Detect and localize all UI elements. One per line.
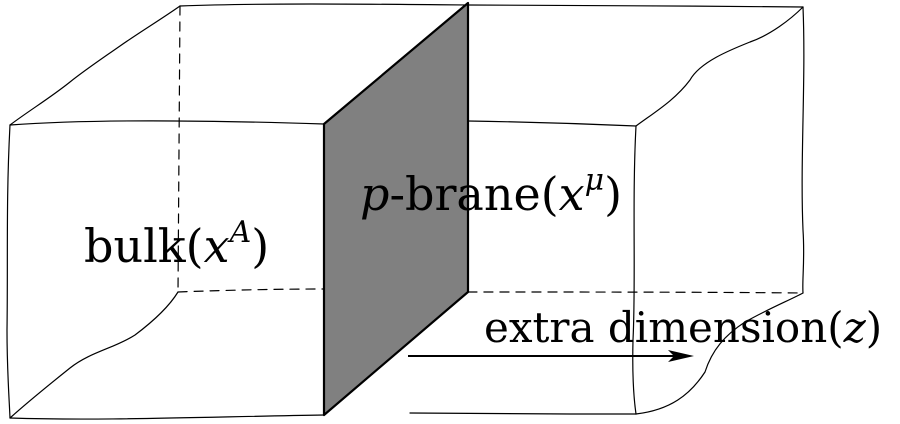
hidden-back-left-vertical <box>177 5 181 293</box>
hidden-edges <box>177 5 804 294</box>
bottom-front-edge <box>9 414 325 420</box>
top-left-edge <box>9 5 181 126</box>
front-left-edge <box>6 124 11 419</box>
bottom-right-edge <box>635 292 804 415</box>
front-top-edge <box>9 120 325 126</box>
hidden-bottom-back-edge-right <box>467 291 804 294</box>
bulk-label: bulk(xA) <box>84 215 269 273</box>
front-top-edge-right <box>467 120 637 127</box>
arrow-head <box>668 350 694 362</box>
bulk-box-outline <box>6 3 805 420</box>
extra-dimension-label: extra dimension(z) <box>484 303 882 352</box>
front-right-edge <box>632 125 637 415</box>
extra-dimension-arrow <box>408 350 694 362</box>
brane-plane <box>322 1 470 417</box>
top-right-edge <box>635 6 804 127</box>
back-right-edge <box>801 6 805 294</box>
bottom-left-edge <box>9 291 179 419</box>
hidden-bottom-back-edge <box>177 288 325 293</box>
bottom-front-edge-right <box>409 412 637 415</box>
top-back-edge <box>179 3 804 8</box>
brane-label: p-brane(xμ) <box>360 163 622 221</box>
